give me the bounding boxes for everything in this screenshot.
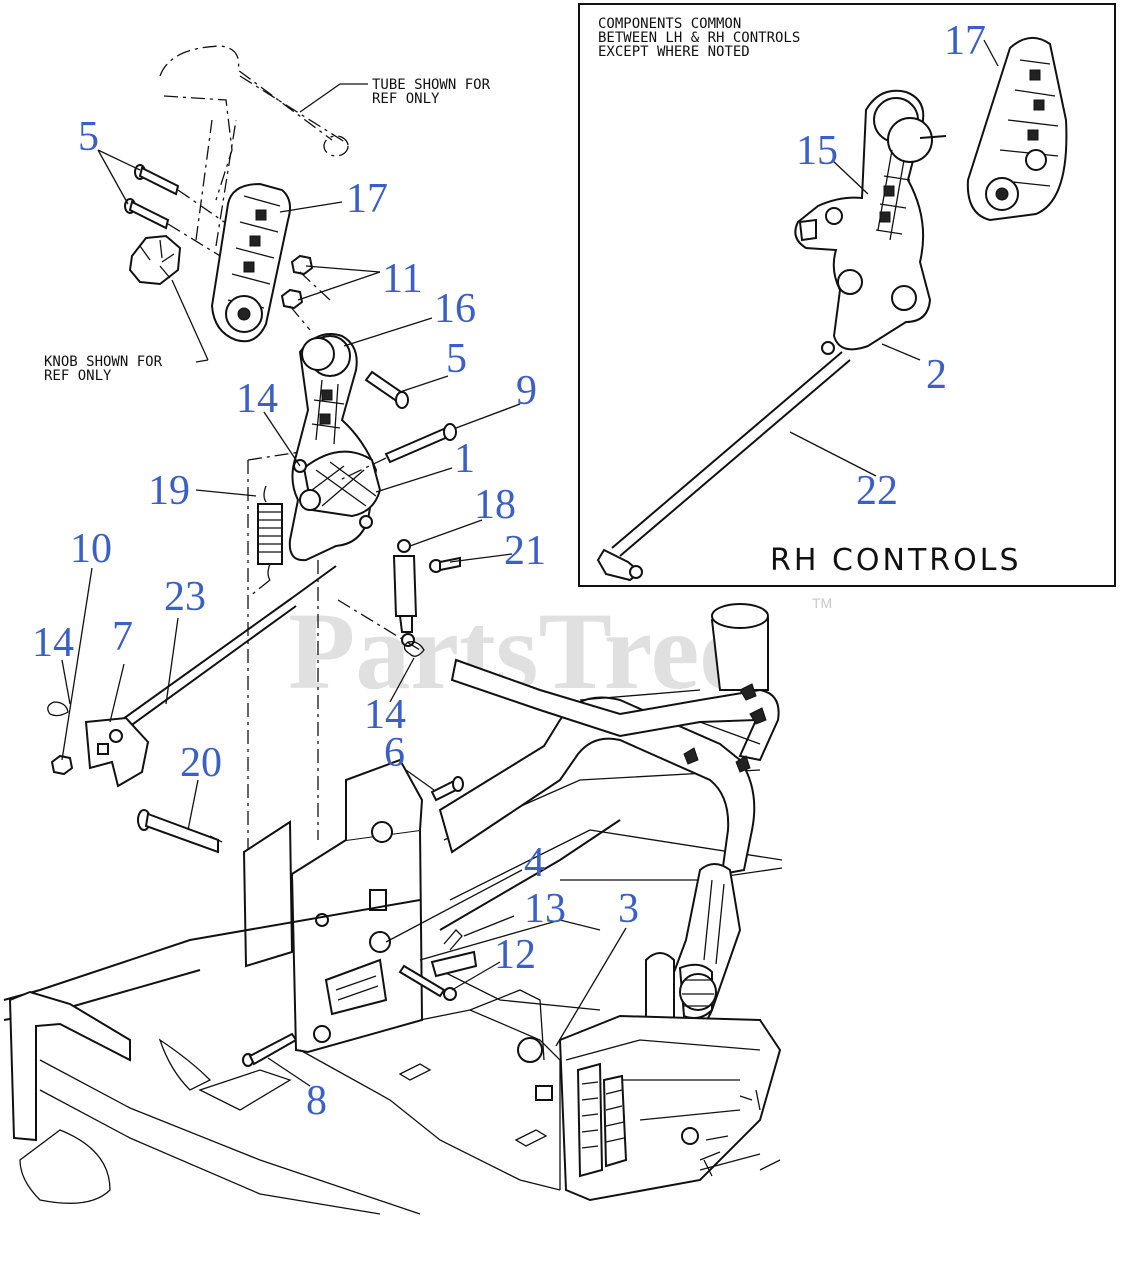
callout-18: 18 bbox=[474, 482, 516, 528]
callout-4: 4 bbox=[524, 840, 545, 886]
callout-8: 8 bbox=[306, 1078, 327, 1124]
clip-part-14-mid bbox=[403, 641, 425, 657]
inset-note-line-3: EXCEPT WHERE NOTED bbox=[598, 44, 750, 60]
reference-tube: TUBE SHOWN FOR REF ONLY bbox=[159, 45, 491, 247]
callout-5-top: 5 bbox=[78, 114, 99, 160]
callout-9: 9 bbox=[516, 368, 537, 414]
pin-part-13 bbox=[430, 929, 478, 978]
reference-knob: KNOB SHOWN FOR REF ONLY bbox=[44, 234, 209, 384]
cam-plate-part-1 bbox=[293, 450, 382, 529]
callout-17-inset: 17 bbox=[944, 18, 986, 64]
leader-lines bbox=[61, 149, 627, 1087]
watermark-trademark: TM bbox=[812, 595, 832, 611]
pin-part-8 bbox=[242, 1032, 298, 1067]
bolt-part-9 bbox=[339, 423, 457, 481]
callout-3: 3 bbox=[618, 886, 639, 932]
pin-part-20 bbox=[137, 809, 223, 854]
clip-part-14-left bbox=[47, 701, 69, 717]
callout-10: 10 bbox=[70, 526, 112, 572]
chassis-frame bbox=[3, 769, 783, 1215]
callout-6: 6 bbox=[384, 730, 405, 776]
callout-22: 22 bbox=[856, 468, 898, 514]
bolts-part-5 bbox=[124, 164, 231, 263]
bolt-part-6 bbox=[430, 776, 464, 802]
knob-note-line-2: REF ONLY bbox=[44, 368, 112, 384]
control-rod-part-22-inset bbox=[596, 351, 851, 582]
control-rod-part-23 bbox=[115, 565, 337, 733]
callout-11: 11 bbox=[382, 256, 422, 302]
bolt-part-5-mid bbox=[364, 370, 409, 409]
inset-frame bbox=[578, 3, 1116, 587]
grip-part-17 bbox=[210, 182, 291, 343]
callout-23: 23 bbox=[164, 574, 206, 620]
bracket-part-7 bbox=[84, 716, 150, 788]
spring-part-19 bbox=[257, 485, 283, 581]
callout-15: 15 bbox=[796, 128, 838, 174]
bolt-part-12 bbox=[398, 964, 457, 1001]
callout-13: 13 bbox=[524, 886, 566, 932]
rh-controls-inset: COMPONENTS COMMON BETWEEN LH & RH CONTRO… bbox=[578, 3, 1116, 587]
callout-12: 12 bbox=[494, 932, 536, 978]
callout-17: 17 bbox=[346, 176, 388, 222]
pin-part-21 bbox=[429, 556, 461, 573]
inset-note-line-1: COMPONENTS COMMON bbox=[598, 16, 741, 32]
grip-part-17-inset bbox=[966, 37, 1068, 222]
callout-14-mid: 14 bbox=[364, 692, 406, 738]
damper-part-18 bbox=[392, 539, 418, 647]
callout-21: 21 bbox=[504, 528, 546, 574]
callout-7: 7 bbox=[112, 614, 133, 660]
inset-title: RH CONTROLS bbox=[770, 543, 1021, 578]
callout-16: 16 bbox=[434, 286, 476, 332]
tube-note-line-1: TUBE SHOWN FOR bbox=[372, 77, 491, 93]
nuts-part-11 bbox=[280, 254, 331, 331]
callout-5-mid: 5 bbox=[446, 336, 467, 382]
callout-14-left: 14 bbox=[32, 620, 74, 666]
callout-20: 20 bbox=[180, 740, 222, 786]
callout-19: 19 bbox=[148, 468, 190, 514]
callout-2: 2 bbox=[926, 352, 947, 398]
rh-lever-assembly bbox=[558, 863, 782, 1202]
control-tower-part-4 bbox=[242, 758, 424, 1054]
nut-part-10 bbox=[50, 754, 74, 776]
knob-note-line-1: KNOB SHOWN FOR bbox=[44, 354, 163, 370]
control-lever-part-15-inset bbox=[794, 89, 947, 355]
tube-note-line-2: REF ONLY bbox=[372, 91, 440, 107]
callout-1: 1 bbox=[454, 436, 475, 482]
callout-14-top: 14 bbox=[236, 376, 278, 422]
inset-note-line-2: BETWEEN LH & RH CONTROLS bbox=[598, 30, 800, 46]
seat-tube bbox=[438, 603, 780, 876]
